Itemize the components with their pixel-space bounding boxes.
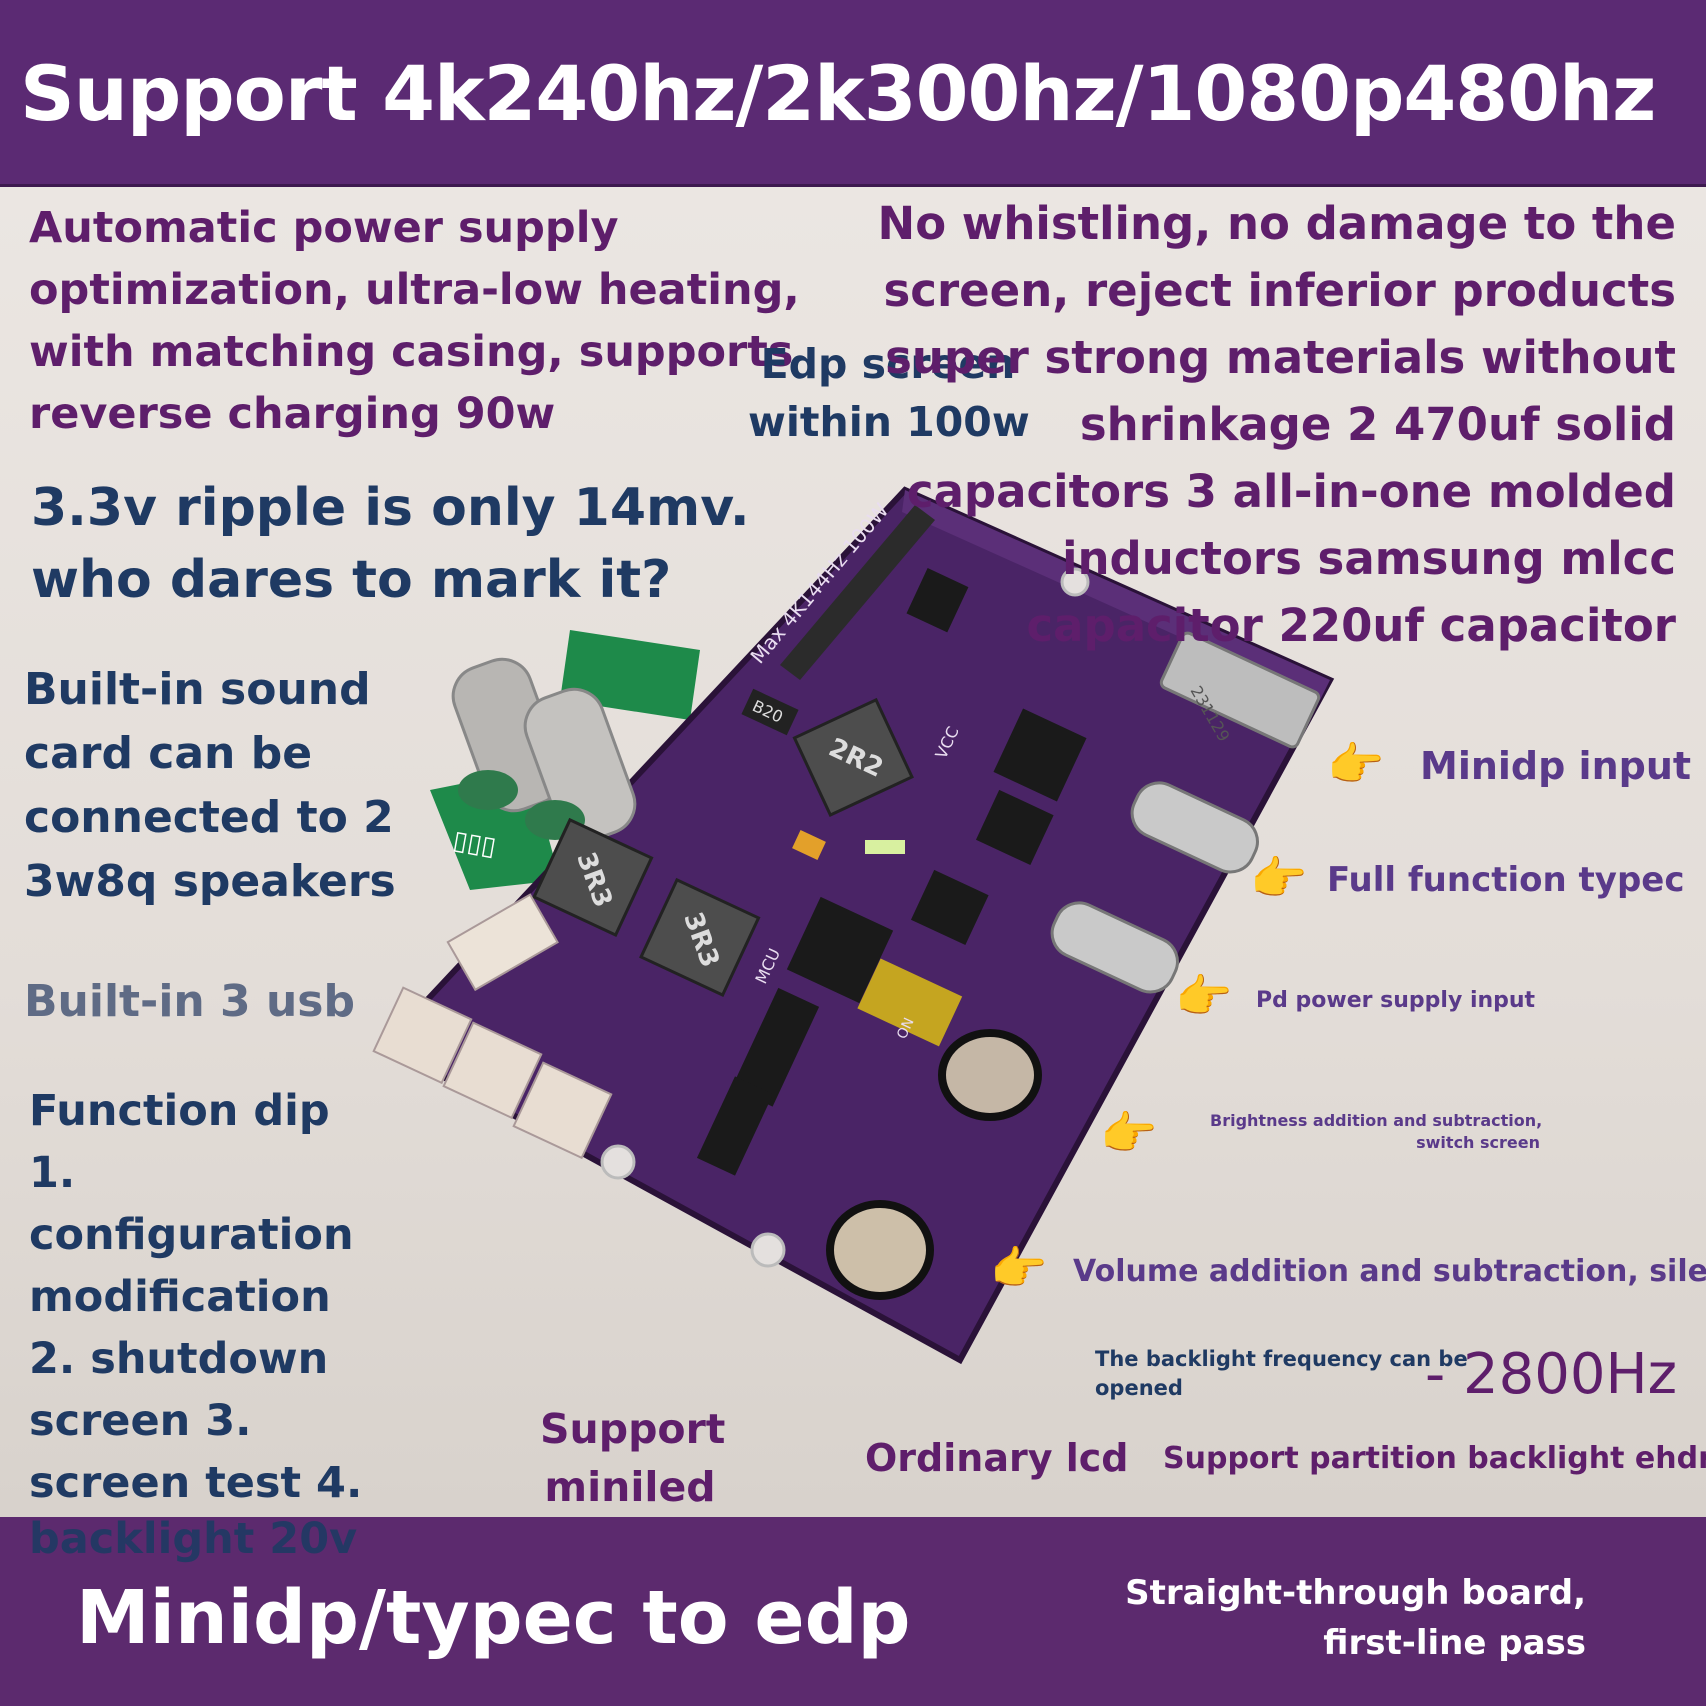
mount-hole-3: [750, 1232, 786, 1268]
brightness-line-1: Brightness addition and subtraction,: [1210, 1111, 1543, 1130]
usb-connector-1: [372, 986, 473, 1085]
ic-2: [993, 708, 1087, 802]
edp-connector: [780, 505, 935, 680]
hand-pointing-right-icon: 👉: [1175, 969, 1233, 1023]
ripple-text: 3.3v ripple is only 14mv. who dares to m…: [31, 472, 750, 616]
inductor-3r3-b: [639, 877, 761, 997]
ic-mcu: [786, 896, 894, 1004]
hand-pointing-right-icon: 👉: [990, 1241, 1048, 1295]
power-line-1: Automatic power supply: [29, 203, 619, 253]
inductor-3r3-a: [532, 817, 654, 937]
power-line-2: optimization, ultra-low heating,: [29, 265, 800, 315]
sound-line-1: Built-in sound: [24, 664, 371, 715]
leds: [865, 840, 905, 854]
sound-line-2: card can be: [24, 728, 313, 779]
ic-4: [910, 869, 989, 946]
brightness-knob: [938, 1029, 1042, 1121]
quality-line-3: super strong materials without: [885, 331, 1676, 384]
volume-knob: [826, 1200, 934, 1300]
bottom-banner: [0, 1517, 1706, 1706]
power-line-3: with matching casing, supports: [29, 327, 794, 377]
sound-line-3: connected to 2: [24, 792, 394, 843]
backlight-line-2: opened: [1095, 1376, 1183, 1400]
dip-switch: [857, 958, 963, 1047]
quality-line-2: screen, reject inferior products: [883, 264, 1677, 317]
quality-feature-text: No whistling, no damage to the screen, r…: [878, 190, 1676, 659]
chip-b20: [741, 688, 799, 736]
frequency-value: - 2800Hz: [1425, 1342, 1678, 1407]
footer-note-line-2: first-line pass: [1323, 1623, 1586, 1663]
power-feature-text: Automatic power supply optimization, ult…: [29, 197, 800, 445]
green-tab-label: ▯▯▯: [451, 825, 498, 862]
hand-pointing-right-icon: 👉: [1100, 1106, 1158, 1160]
ic-1: [906, 568, 969, 633]
typec-label: Full function typec: [1327, 860, 1685, 900]
quality-line-5: capacitors 3 all-in-one molded: [906, 465, 1676, 518]
top-banner: [0, 0, 1706, 187]
miniled-label: Support miniled: [540, 1400, 726, 1516]
typec-port-1: [1130, 781, 1259, 874]
ripple-line-2: who dares to mark it?: [31, 550, 672, 610]
quality-line-6: inductors samsung mlcc: [1062, 532, 1676, 585]
quality-line-4: shrinkage 2 470uf solid: [1079, 398, 1676, 451]
ripple-line-1: 3.3v ripple is only 14mv.: [31, 478, 750, 538]
dip-line-7: screen test 4.: [29, 1458, 363, 1508]
minidp-input-label: Minidp input: [1420, 744, 1692, 788]
partition-backlight-label: Support partition backlight ehdr: [1163, 1441, 1706, 1476]
inductor-2r2: [792, 697, 914, 817]
dip-line-1: Function dip: [29, 1086, 330, 1136]
minidp-port: [1159, 631, 1321, 749]
ordinary-lcd-label: Ordinary lcd: [865, 1436, 1129, 1480]
usb-connector-3: [512, 1061, 613, 1160]
dip-line-6: screen 3.: [29, 1396, 252, 1446]
power-line-4: reverse charging 90w: [29, 389, 556, 439]
quality-line-1: No whistling, no damage to the: [877, 197, 1676, 250]
typec-port-2: [1050, 901, 1179, 994]
page-title: Support 4k240hz/2k300hz/1080p480hz: [20, 49, 1656, 138]
edp-screen-text: Edp screen within 100w: [748, 335, 1030, 451]
ic-long-2: [696, 1076, 774, 1176]
dip-line-5: 2. shutdown: [29, 1334, 329, 1384]
quality-line-7: capacitor 220uf capacitor: [1026, 599, 1676, 652]
capacitor-left: [451, 657, 565, 813]
ic-long-1: [731, 987, 820, 1107]
hand-pointing-right-icon: 👉: [1327, 737, 1385, 791]
pd-input-label: Pd power supply input: [1256, 988, 1536, 1013]
miniled-line-1: Support: [540, 1405, 726, 1453]
miniled-line-2: miniled: [544, 1463, 716, 1511]
dip-line-4: modification: [29, 1272, 331, 1322]
mount-hole-2: [600, 1144, 636, 1180]
usb-text: Built-in 3 usb: [24, 976, 355, 1027]
footer-note-line-1: Straight-through board,: [1125, 1573, 1586, 1613]
usb-connector-2: [442, 1021, 543, 1120]
tantalum-cap: [792, 830, 826, 860]
sound-line-4: 3w8q speakers: [24, 856, 396, 907]
speaker-connector: [446, 893, 559, 992]
mount-hole-1: [1060, 567, 1090, 597]
footer-note: Straight-through board, first-line pass: [1125, 1568, 1586, 1668]
dip-line-3: configuration: [29, 1210, 354, 1260]
ic-3: [975, 789, 1054, 866]
brightness-line-2: switch screen: [1416, 1133, 1540, 1152]
backlight-label: The backlight frequency can be opened: [1095, 1345, 1468, 1403]
backlight-line-1: The backlight frequency can be: [1095, 1347, 1468, 1371]
dip-line-8: backlight 20v: [29, 1514, 358, 1564]
edp-line-1: Edp screen: [760, 340, 1016, 388]
volume-label: Volume addition and subtraction, silent: [1073, 1254, 1706, 1289]
sound-card-text: Built-in sound card can be connected to …: [24, 658, 396, 914]
hand-pointing-right-icon: 👉: [1250, 851, 1308, 905]
brightness-label: Brightness addition and subtraction, swi…: [1210, 1110, 1543, 1154]
function-dip-text: Function dip 1. configuration modificati…: [29, 1080, 362, 1514]
footer-title: Minidp/typec to edp: [76, 1575, 911, 1661]
edp-line-2: within 100w: [748, 398, 1030, 446]
dip-line-2: 1.: [29, 1148, 76, 1198]
